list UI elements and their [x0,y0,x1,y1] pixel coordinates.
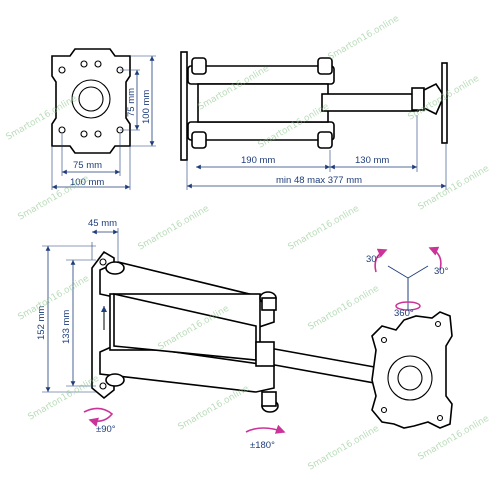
knuckle [105,373,125,387]
center-hub-inner [78,86,104,112]
watermark-text: Smarton16.online [17,174,92,223]
dim-label-100-horizontal: 100 mm [70,177,104,188]
side-knuckle [191,131,207,149]
screw-hole [380,406,388,414]
tilt-right-label: 30° [434,266,449,277]
dim-label-152: 152 mm [36,306,47,340]
screw-hole [80,60,88,68]
wall-rotation-label: ±90° [96,424,116,435]
arm2 [257,345,381,385]
swivel-label: 360° [394,308,414,319]
dim-label-45: 45 mm [88,218,117,229]
dim-label-total: min 48 max 377 mm [276,175,362,186]
tilt-axis [387,265,409,279]
knuckle [261,297,277,311]
perspective-view: 45 mm 152 mm 133 mm 30° 30° 360° ±90° ±1… [36,218,453,451]
knuckle [261,391,277,407]
watermark-text: Smarton16.online [137,204,212,253]
center-hub [71,79,111,119]
watermark-text: Smarton16.online [417,164,492,213]
side-arm1-lower [187,121,335,141]
dim-label-75-horizontal: 75 mm [73,160,102,171]
side-wall-plate [180,51,188,161]
watermark-text: Smarton16.online [27,374,102,423]
screw-hole [58,66,66,74]
side-knuckle [317,57,333,75]
screw-hole [434,320,442,328]
tilt-axis [407,265,429,279]
screw-hole [80,130,88,138]
wall-plate-view: 75 mm 100 mm 75 mm 100 mm [51,48,156,190]
arm-rotation-label: ±180° [250,440,275,451]
vesa-hub-inner [397,365,423,391]
swivel-arrow-icon [395,301,421,311]
tilt-left-label: 30° [366,254,381,265]
side-knuckle [191,57,207,75]
dim-label-75-vertical: 75 mm [126,88,137,117]
watermark-text: Smarton16.online [307,284,382,333]
wall-rotation-arrow-icon [83,407,114,427]
watermark-text: Smarton16.online [327,14,402,63]
screw-hole [99,382,107,390]
watermark-text: Smarton16.online [287,204,362,253]
arm2-joint [255,341,275,367]
screw-hole [94,130,102,138]
screw-hole [94,60,102,68]
dim-label-133: 133 mm [61,310,72,344]
side-vesa-plate [441,62,448,144]
tilt-right-arrow-icon [428,246,442,271]
side-knuckle [317,131,333,149]
vesa-hub [387,355,433,401]
watermark-text: Smarton16.online [17,274,92,323]
side-tilt-joint [423,82,445,116]
tilt-left-arrow-icon [374,248,388,273]
side-view: 190 mm 130 mm min 48 max 377 mm [180,51,448,190]
watermark-text: Smarton16.online [177,384,252,433]
vesa-plate [371,311,453,429]
screw-hole [58,126,66,134]
knuckle [105,261,125,275]
arm-rotation-arrow-icon [245,424,286,434]
screw-hole [99,258,107,266]
watermark-text: Smarton16.online [307,424,382,473]
screw-hole [436,414,444,422]
dim-label-130: 130 mm [355,155,389,166]
dim-label-100-vertical: 100 mm [141,90,152,124]
side-arm2 [321,93,419,112]
dim-label-190: 190 mm [241,155,275,166]
screw-hole [380,336,388,344]
